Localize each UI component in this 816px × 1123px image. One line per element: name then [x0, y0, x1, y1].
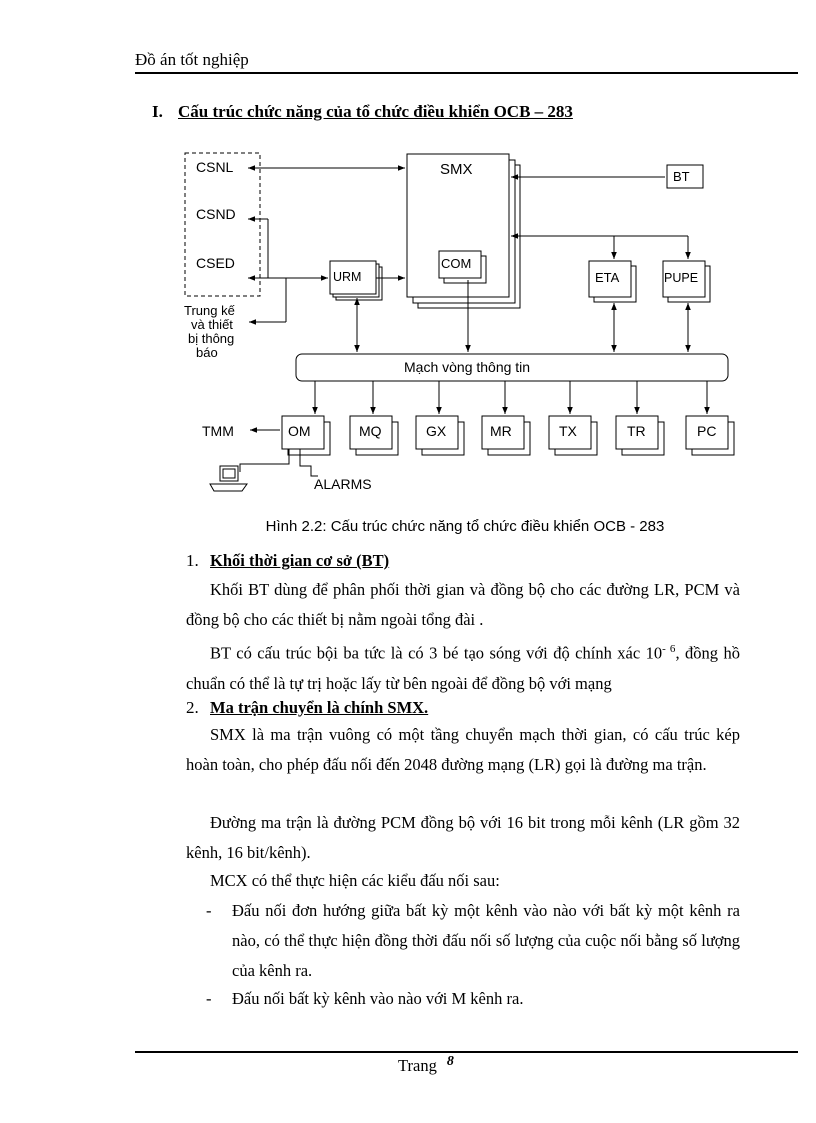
s2-paragraph-3: MCX có thể thực hiện các kiểu đấu nối sa… [186, 866, 740, 896]
pc-label: PC [697, 423, 716, 439]
s1-paragraph-2: BT có cấu trúc bội ba tức là có 3 bé tạo… [186, 634, 740, 699]
subsection-2-heading: 2. Ma trận chuyển là chính SMX. [186, 698, 428, 718]
s1-p2-text: BT có cấu trúc bội ba tức là có 3 bé tạo… [210, 643, 663, 663]
page-footer: Trang 8 [398, 1054, 454, 1076]
pc-box [685, 415, 729, 450]
bullet-dash: - [206, 901, 212, 920]
section-heading: I. Cấu trúc chức năng của tổ chức điều kh… [152, 102, 573, 122]
tx-label: TX [559, 423, 578, 439]
trunk-label-2: và thiết [191, 317, 233, 332]
s2-bullet-1: - Đấu nối đơn hướng giữa bất kỳ một kênh… [206, 896, 740, 986]
bullet-dash: - [206, 989, 212, 1008]
trunk-dashed-box [184, 152, 261, 297]
bt-label: BT [673, 169, 690, 184]
subsection-1-number: 1. [186, 551, 199, 570]
s2-bullet-2-text: Đấu nối bất kỳ kênh vào nào với M kênh r… [232, 989, 524, 1008]
bt-box [666, 164, 704, 189]
urm-label: URM [333, 270, 361, 284]
mr-box [481, 415, 525, 450]
header-rule [135, 72, 798, 74]
subsection-2-title: Ma trận chuyển là chính SMX. [210, 698, 429, 717]
smx-label: SMX [440, 161, 473, 178]
s1-paragraph-1: Khối BT dùng để phân phối thời gian và đ… [186, 575, 740, 635]
s1-p1-text: Khối BT dùng để phân phối thời gian và đ… [186, 580, 740, 629]
section-number: I. [152, 102, 163, 121]
header-title: Đồ án tốt nghiệp [135, 50, 249, 69]
mq-box [349, 415, 393, 450]
s2-p1-text: SMX là ma trận vuông có một tầng chuyển … [186, 725, 740, 774]
s2-p3-text: MCX có thể thực hiện các kiểu đấu nối sa… [210, 871, 500, 890]
om-box [281, 415, 325, 450]
s1-p2-text-end: , đồng hồ chuẩn có thể là tự trị hoặc lấ… [186, 643, 741, 693]
eta-label: ETA [595, 270, 620, 285]
csnl-label: CSNL [196, 159, 234, 175]
csnd-label: CSND [196, 206, 236, 222]
gx-label: GX [426, 423, 447, 439]
section-title: Cấu trúc chức năng của tổ chức điều khiể… [178, 102, 573, 121]
terminal-icon [209, 465, 248, 492]
pupe-box [662, 260, 706, 298]
gx-box [415, 415, 459, 450]
subsection-1-title: Khối thời gian cơ sở (BT) [210, 551, 390, 570]
subsection-2-number: 2. [186, 698, 199, 717]
urm-box [329, 260, 377, 295]
ring-label: Mạch vòng thông tin [404, 359, 530, 375]
figure-caption: Hình 2.2: Cấu trúc chức năng tổ chức điề… [265, 518, 665, 535]
smx-box [406, 153, 510, 298]
s2-p2-text: Đường ma trận là đường PCM đồng bộ với 1… [186, 813, 740, 862]
trunk-label-1: Trung kế [184, 303, 236, 318]
mr-label: MR [490, 423, 512, 439]
footer-label: Trang [398, 1056, 437, 1075]
om-label: OM [288, 423, 311, 439]
tmm-label: TMM [202, 423, 234, 439]
mq-label: MQ [359, 423, 382, 439]
s2-paragraph-2: Đường ma trận là đường PCM đồng bộ với 1… [186, 808, 740, 868]
s1-p2-exponent: - 6 [662, 643, 676, 655]
alarms-label: ALARMS [314, 476, 372, 492]
com-box [438, 250, 482, 279]
com-label: COM [441, 256, 471, 271]
eta-box [588, 260, 632, 298]
tr-box [615, 415, 659, 450]
page-header: Đồ án tốt nghiệp [135, 50, 798, 74]
s2-paragraph-1: SMX là ma trận vuông có một tầng chuyển … [186, 720, 740, 780]
trunk-label-3: bị thông [188, 331, 234, 346]
page-number: 8 [446, 1054, 454, 1069]
subsection-1-heading: 1. Khối thời gian cơ sở (BT) [186, 551, 389, 571]
ring-box [295, 353, 729, 382]
tx-box [548, 415, 592, 450]
s2-bullet-1-text: Đấu nối đơn hướng giữa bất kỳ một kênh v… [232, 901, 740, 980]
footer-rule [135, 1051, 798, 1053]
tr-label: TR [627, 423, 646, 439]
trunk-label-4: báo [196, 345, 218, 360]
csed-label: CSED [196, 255, 235, 271]
s2-bullet-2: - Đấu nối bất kỳ kênh vào nào với M kênh… [206, 984, 740, 1014]
pupe-label: PUPE [664, 271, 698, 285]
